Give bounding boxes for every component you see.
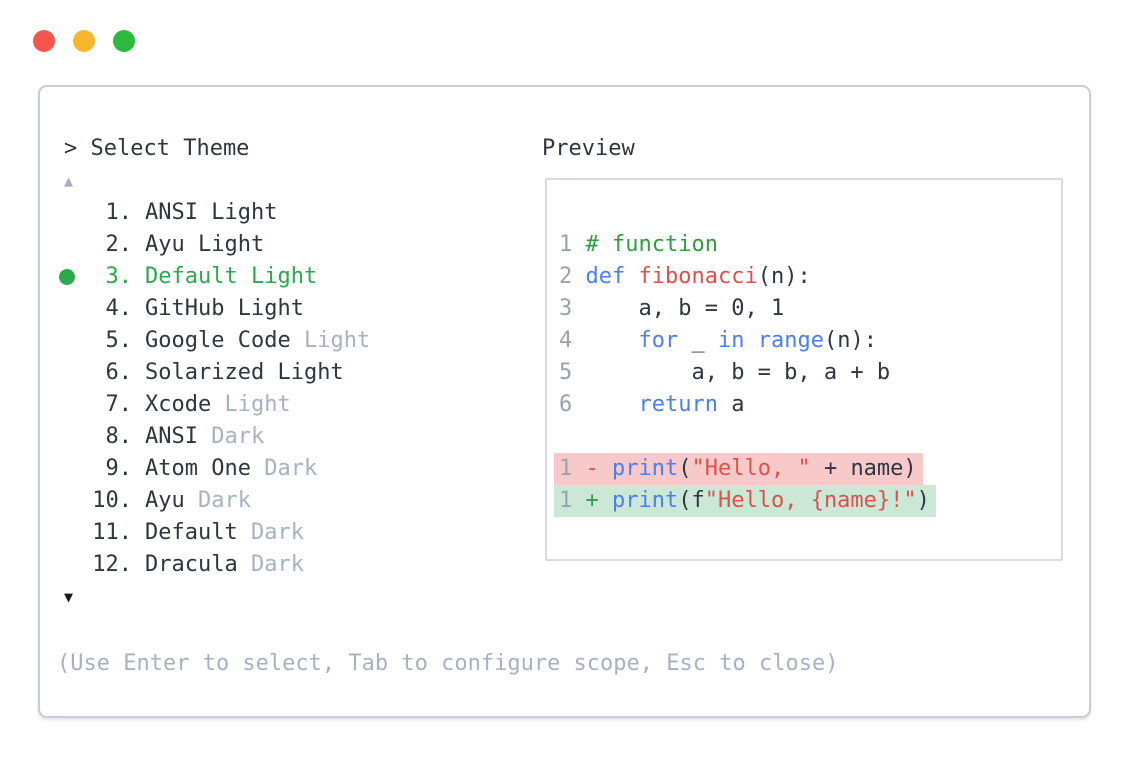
diff-line-removed: 1 - print("Hello, " + name)	[554, 453, 1061, 485]
theme-item-atom-one-dark[interactable]: 9. Atom One Dark	[64, 453, 370, 485]
selection-marker-cell	[64, 389, 92, 421]
window-controls	[33, 30, 135, 52]
code-line-blank	[559, 421, 1061, 453]
theme-item-number: 8.	[105, 424, 133, 449]
theme-list-column: > Select Theme ▲ 1. ANSI Light 2. Ayu Light…	[59, 133, 371, 613]
theme-item-label: Google Code Light	[145, 328, 371, 353]
theme-item-label: GitHub Light	[145, 296, 304, 321]
code-line: 5 a, b = b, a + b	[559, 360, 891, 385]
theme-item-label: Xcode Light	[145, 392, 291, 417]
selection-marker-cell	[64, 293, 92, 325]
scroll-down-icon[interactable]: ▼	[64, 588, 74, 606]
theme-item-label: ANSI Light	[145, 200, 278, 225]
line-number: 1	[559, 456, 573, 481]
theme-item-number: 4.	[105, 296, 133, 321]
preview-title: Preview	[542, 136, 635, 161]
line-number: 5	[559, 360, 573, 385]
code-line: 2 def fibonacci(n):	[559, 264, 811, 289]
line-number: 1	[559, 488, 573, 513]
code-line: 6 return a	[559, 392, 745, 417]
theme-item-number: 10.	[92, 488, 132, 513]
zoom-button[interactable]	[113, 30, 135, 52]
theme-item-label: Default Dark	[145, 520, 304, 545]
theme-item-label: ANSI Dark	[145, 424, 265, 449]
theme-item-label: Solarized Light	[145, 360, 344, 385]
theme-item-ansi-light[interactable]: 1. ANSI Light	[64, 197, 370, 229]
theme-item-ayu-light[interactable]: 2. Ayu Light	[64, 229, 370, 261]
theme-item-number: 3.	[105, 264, 133, 289]
line-number: 6	[559, 392, 573, 417]
theme-item-default-dark[interactable]: 11. Default Dark	[64, 517, 370, 549]
theme-item-number: 2.	[105, 232, 133, 257]
selected-indicator-icon	[59, 269, 75, 285]
theme-list: 1. ANSI Light 2. Ayu Light 3. Default Light 4.…	[59, 197, 371, 581]
theme-item-dracula-dark[interactable]: 12. Dracula Dark	[64, 549, 370, 581]
diff-line-added: 1 + print(f"Hello, {name}!")	[554, 485, 1061, 517]
theme-picker-panel: > Select Theme ▲ 1. ANSI Light 2. Ayu Light…	[38, 85, 1091, 718]
theme-item-xcode-light[interactable]: 7. Xcode Light	[64, 389, 370, 421]
theme-item-number: 1.	[105, 200, 133, 225]
theme-item-number: 7.	[105, 392, 133, 417]
code-line: 1 # function	[559, 232, 718, 257]
theme-item-label: Atom One Dark	[145, 456, 318, 481]
preview-box: 1 # function 2 def fibonacci(n): 3 a, b = …	[545, 178, 1063, 561]
selection-marker-cell	[64, 325, 92, 357]
theme-item-google-code-light[interactable]: 5. Google Code Light	[64, 325, 371, 357]
theme-item-number: 6.	[105, 360, 133, 385]
line-number: 4	[559, 328, 573, 353]
line-number: 1	[559, 232, 573, 257]
theme-item-label: Ayu Dark	[145, 488, 251, 513]
selection-marker-cell	[64, 453, 92, 485]
theme-item-number: 9.	[105, 456, 133, 481]
code-line: 3 a, b = 0, 1	[559, 296, 785, 321]
selection-marker-cell	[64, 229, 92, 261]
theme-item-label: Default Light	[145, 264, 318, 289]
theme-item-default-light[interactable]: 3. Default Light	[59, 261, 370, 293]
close-button[interactable]	[33, 30, 55, 52]
selection-marker-cell	[59, 261, 92, 293]
theme-item-github-light[interactable]: 4. GitHub Light	[64, 293, 370, 325]
preview-column: Preview 1 # function 2 def fibonacci(n): 3…	[542, 133, 1063, 561]
select-theme-prompt: > Select Theme	[64, 136, 250, 161]
line-number: 3	[559, 296, 573, 321]
selection-marker-cell	[64, 421, 92, 453]
theme-item-number: 5.	[105, 328, 133, 353]
scroll-up-icon[interactable]: ▲	[64, 172, 74, 190]
theme-item-solarized-light[interactable]: 6. Solarized Light	[64, 357, 370, 389]
theme-item-ayu-dark[interactable]: 10. Ayu Dark	[64, 485, 370, 517]
selection-marker-cell	[64, 549, 92, 581]
theme-item-label: Ayu Light	[145, 232, 265, 257]
code-line: 4 for _ in range(n):	[559, 328, 877, 353]
line-number: 2	[559, 264, 573, 289]
selection-marker-cell	[64, 517, 92, 549]
selection-marker-cell	[64, 197, 92, 229]
selection-marker-cell	[64, 357, 92, 389]
theme-item-label: Dracula Dark	[145, 552, 304, 577]
theme-item-ansi-dark[interactable]: 8. ANSI Dark	[64, 421, 370, 453]
theme-item-number: 12.	[92, 552, 132, 577]
minimize-button[interactable]	[73, 30, 95, 52]
keyboard-hint: (Use Enter to select, Tab to configure s…	[57, 651, 839, 676]
theme-item-number: 11.	[92, 520, 132, 545]
selection-marker-cell	[64, 485, 92, 517]
